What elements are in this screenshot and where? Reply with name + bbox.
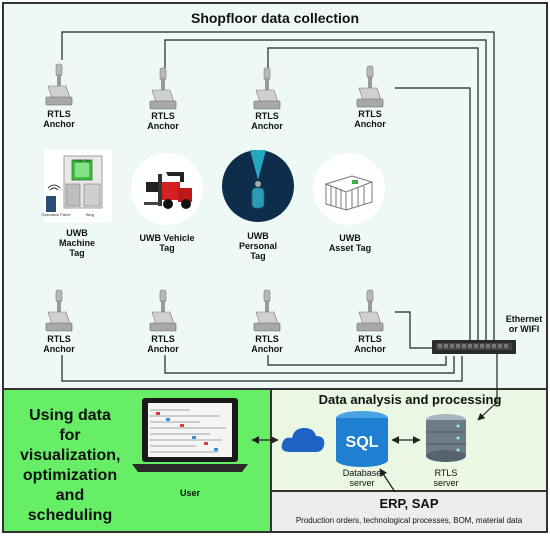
laptop-icon [132,398,248,472]
erp-panel [270,490,548,533]
forklift-icon [144,172,192,209]
asset-cage-icon [324,175,374,211]
rtls-anchor-icon [356,289,384,332]
personal-tag-icon [250,150,266,209]
analysis-title: Data analysis and processing [318,392,502,407]
uwb-asset-tag-circle [313,153,385,225]
rtls-anchor-icon [149,289,177,332]
rtls-anchor-icon [45,289,73,332]
uwb-machine-tag-icon: UWB Tag Operation Panel Bing [42,150,112,222]
sql-text: SQL [346,434,379,451]
database-sql-icon: SQL [336,411,388,467]
rtls-server-icon [426,414,466,462]
erp-subtitle: Production orders, technological process… [295,516,523,525]
machine-box-label: UWB Tag [74,158,91,163]
user-panel-headline: Using data for visualization, optimizati… [20,407,121,524]
erp-title: ERP, SAP [379,496,439,511]
user-label: User [179,488,200,498]
network-switch-icon [432,340,516,354]
rtls-anchor-icon [149,67,177,110]
rtls-anchor-icon [253,67,281,110]
machine-panel-label: Operation Panel [42,212,71,217]
rtls-anchor-icon [45,63,73,106]
machine-sign-label: Bing [86,212,94,217]
cloud-icon [281,428,325,452]
rtls-anchor-icon [253,289,281,332]
shopfloor-title: Shopfloor data collection [190,10,359,26]
rtls-anchor-icon [356,65,384,108]
